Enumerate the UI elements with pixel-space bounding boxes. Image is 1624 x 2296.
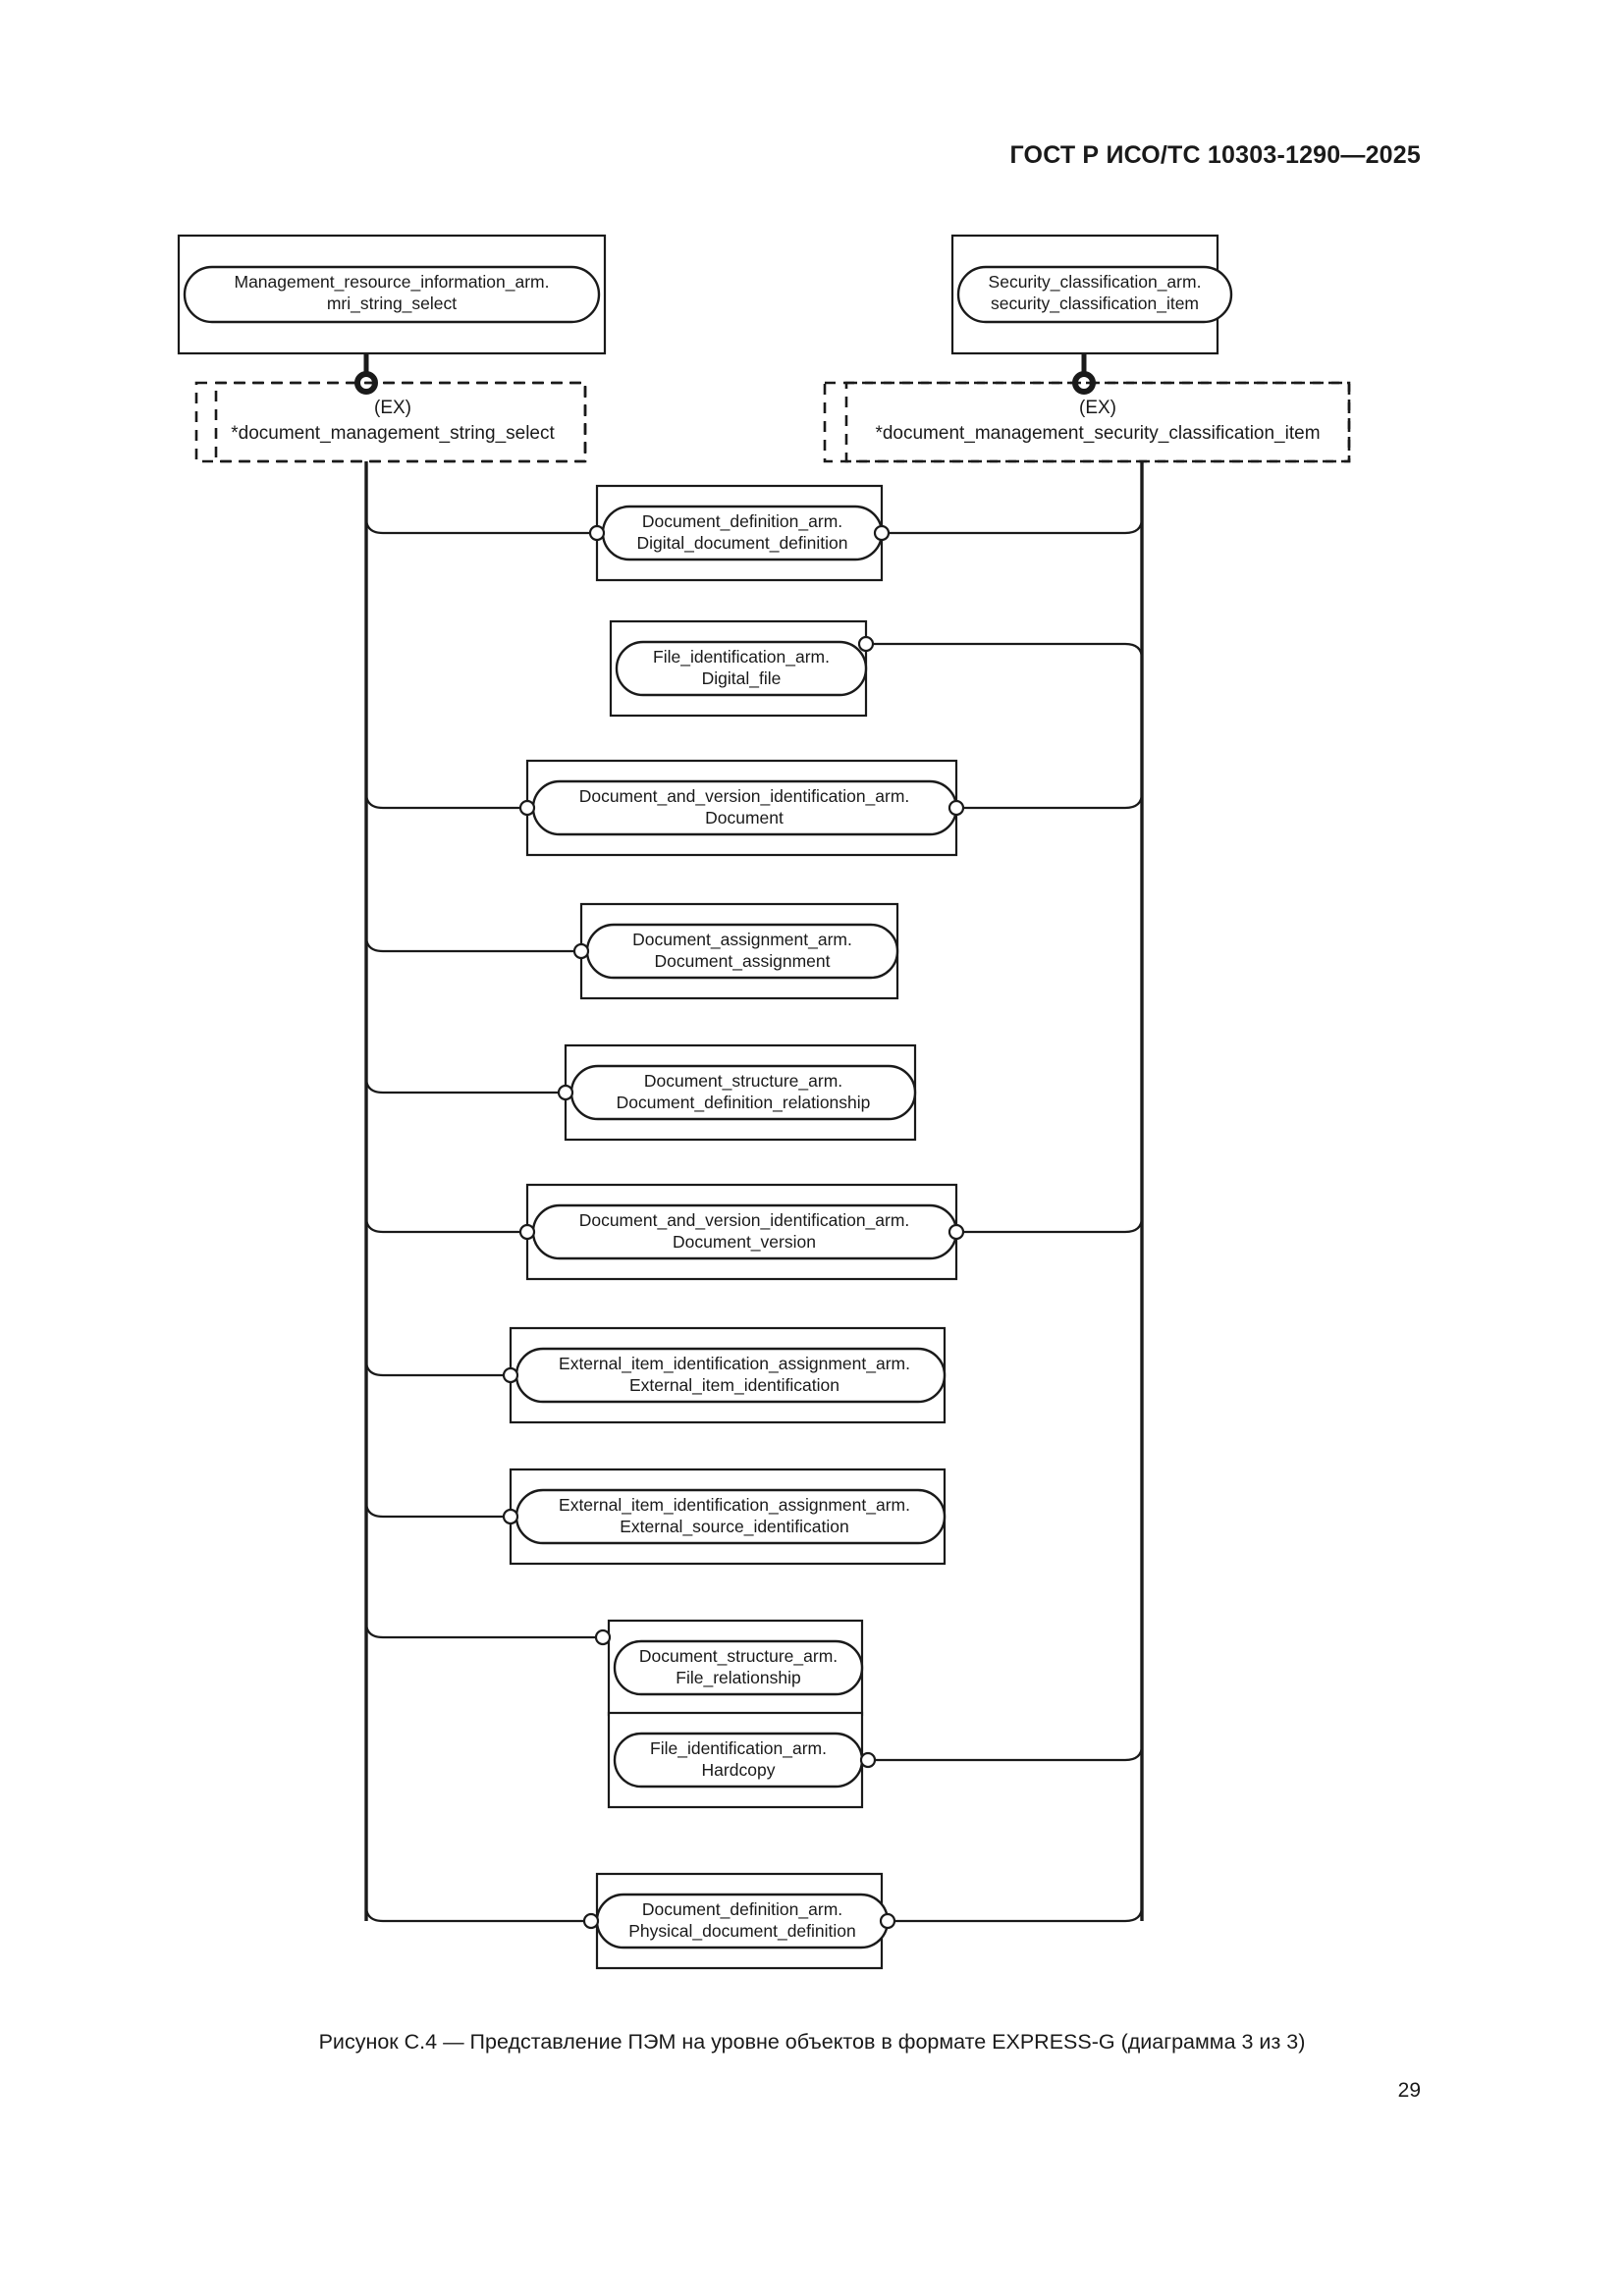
branch-left-file-relationship	[364, 1622, 597, 1639]
entity-line2: Digital_document_definition	[637, 533, 848, 554]
port-left-document	[518, 799, 536, 817]
branch-left-document-definition-relationship	[364, 1077, 560, 1095]
port-right-document-version	[947, 1223, 965, 1241]
entity-digital-file: File_identification_arm. Digital_file	[609, 619, 868, 718]
page-number: 29	[1397, 2079, 1421, 2102]
entity-document-version: Document_and_version_identification_arm.…	[525, 1183, 958, 1281]
entity-hardcopy: File_identification_arm. Hardcopy	[607, 1711, 864, 1809]
figure-caption: Рисунок С.4 — Представление ПЭМ на уровн…	[318, 2030, 1306, 2054]
branch-right-digital-document-definition	[888, 517, 1144, 535]
ex-box-tag: (EX)	[374, 398, 411, 418]
branch-right-physical-document-definition	[893, 1905, 1144, 1923]
branch-right-document-version	[962, 1216, 1144, 1234]
entity-line2: Physical_document_definition	[628, 1921, 856, 1942]
source-box-line1: Management_resource_information_arm.	[235, 272, 550, 293]
entity-file-relationship: Document_structure_arm. File_relationshi…	[607, 1619, 864, 1717]
branch-left-document-assignment	[364, 935, 575, 953]
port-right-physical-document-definition	[879, 1912, 896, 1930]
entity-line2: External_item_identification	[629, 1375, 839, 1396]
branch-left-physical-document-definition	[364, 1905, 585, 1923]
port-left-external-item-identification	[502, 1366, 519, 1384]
branch-right-digital-file	[872, 642, 1144, 660]
branch-left-document-version	[364, 1216, 521, 1234]
entity-line1: External_item_identification_assignment_…	[559, 1354, 910, 1374]
document-header-standard-number: ГОСТ Р ИСО/ТС 10303-1290—2025	[1009, 141, 1421, 169]
branch-right-hardcopy	[874, 1744, 1144, 1762]
entity-line2: Hardcopy	[702, 1760, 776, 1780]
entity-document-definition-relationship: Document_structure_arm. Document_definit…	[564, 1043, 917, 1142]
entity-line2: Document_version	[673, 1232, 816, 1253]
port-left-document-assignment	[572, 942, 590, 960]
source-box-security-classification-item: Security_classification_arm. security_cl…	[950, 234, 1233, 355]
branch-left-digital-document-definition	[364, 517, 591, 535]
entity-external-source-identification: External_item_identification_assignment_…	[509, 1468, 947, 1566]
ex-box-string-select: (EX) *document_management_string_select	[194, 381, 587, 463]
entity-line2: File_relationship	[676, 1668, 800, 1688]
port-left-external-source-identification	[502, 1508, 519, 1525]
entity-line1: Document_definition_arm.	[642, 511, 842, 532]
entity-line1: Document_assignment_arm.	[632, 930, 852, 950]
port-right-document	[947, 799, 965, 817]
entity-line1: Document_and_version_identification_arm.	[579, 1210, 910, 1231]
entity-external-item-identification: External_item_identification_assignment_…	[509, 1326, 947, 1424]
entity-document-assignment: Document_assignment_arm. Document_assign…	[579, 902, 899, 1000]
source-box-mri-string-select: Management_resource_information_arm. mri…	[177, 234, 607, 355]
entity-line2: External_source_identification	[620, 1517, 848, 1537]
entity-line2: Document_assignment	[655, 951, 831, 972]
entity-physical-document-definition: Document_definition_arm. Physical_docume…	[595, 1872, 890, 1970]
entity-line1: Document_and_version_identification_arm.	[579, 786, 910, 807]
ex-box-name: *document_management_string_select	[231, 423, 555, 444]
ex-box-security-classification-item: (EX) *document_management_security_class…	[823, 381, 1351, 463]
port-left-physical-document-definition	[582, 1912, 600, 1930]
entity-digital-document-definition: Document_definition_arm. Digital_documen…	[595, 484, 884, 582]
entity-line2: Digital_file	[702, 668, 782, 689]
entity-line1: Document_structure_arm.	[644, 1071, 842, 1092]
branch-left-external-source-identification	[364, 1501, 505, 1519]
port-right-digital-file	[857, 635, 875, 653]
entity-line2: Document	[705, 808, 784, 828]
port-left-document-version	[518, 1223, 536, 1241]
entity-line1: File_identification_arm.	[653, 647, 830, 667]
port-left-document-definition-relationship	[557, 1084, 574, 1101]
port-right-hardcopy	[859, 1751, 877, 1769]
branch-left-document	[364, 792, 521, 810]
source-box-line2: security_classification_item	[991, 294, 1199, 314]
port-left-digital-document-definition	[588, 524, 606, 542]
source-box-line1: Security_classification_arm.	[989, 272, 1202, 293]
branch-right-document	[962, 792, 1144, 810]
entity-line1: External_item_identification_assignment_…	[559, 1495, 910, 1516]
branch-left-external-item-identification	[364, 1360, 505, 1377]
port-left-file-relationship	[594, 1629, 612, 1646]
ex-box-tag: (EX)	[1079, 398, 1116, 418]
source-box-line2: mri_string_select	[327, 294, 457, 314]
port-right-digital-document-definition	[873, 524, 891, 542]
ex-box-name: *document_management_security_classifica…	[875, 423, 1320, 444]
entity-line1: Document_structure_arm.	[639, 1646, 838, 1667]
entity-line2: Document_definition_relationship	[617, 1093, 871, 1113]
entity-document: Document_and_version_identification_arm.…	[525, 759, 958, 857]
entity-line1: File_identification_arm.	[650, 1738, 827, 1759]
entity-line1: Document_definition_arm.	[642, 1899, 842, 1920]
